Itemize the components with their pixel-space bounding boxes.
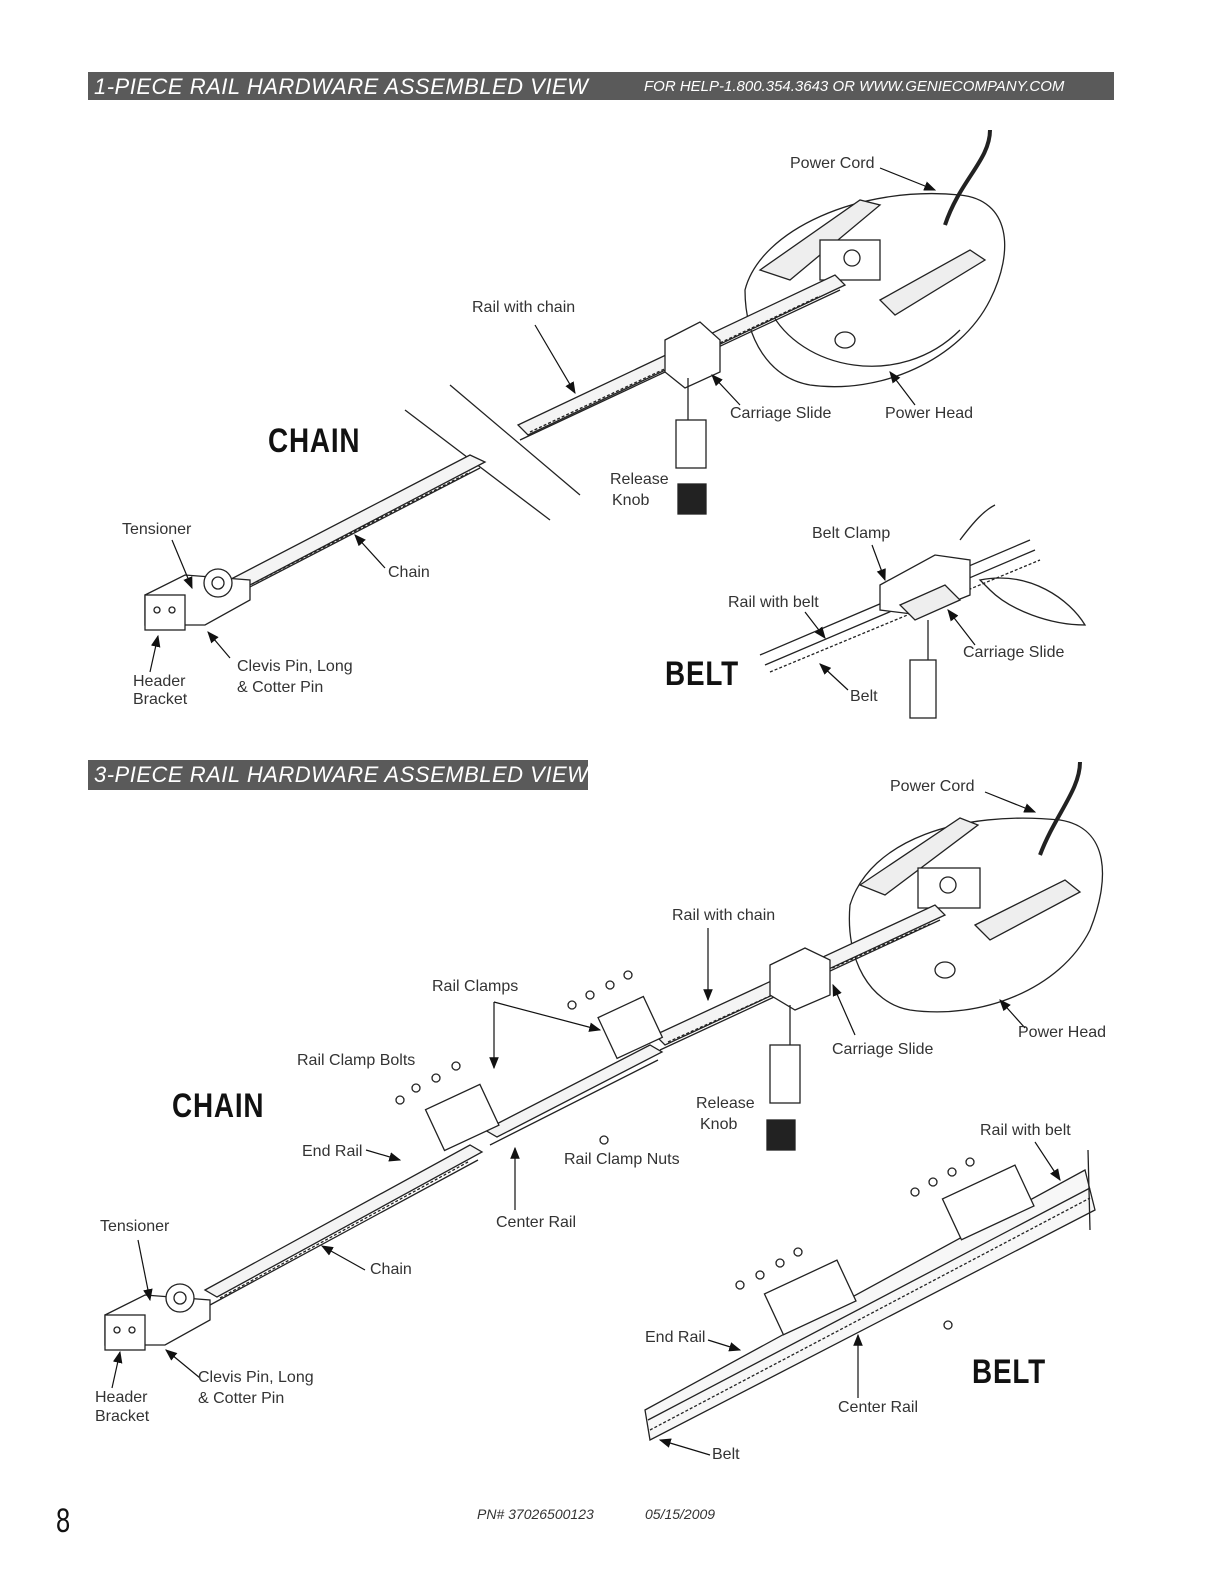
document-date: 05/15/2009	[645, 1506, 716, 1522]
label-belt-clamp: Belt Clamp	[812, 525, 891, 542]
top-rail-break-lines	[404, 384, 581, 521]
label-header-2b: Bracket	[95, 1408, 150, 1425]
label-belt-2: Belt	[712, 1446, 740, 1463]
label-rail-with-chain-1: Rail with chain	[472, 299, 576, 316]
label-power-head-2: Power Head	[1018, 1024, 1107, 1041]
label-power-cord-1: Power Cord	[790, 155, 875, 172]
page-number: 8	[56, 1502, 71, 1540]
label-clevis-1a: Clevis Pin, Long	[237, 658, 353, 675]
label-rail-clamps: Rail Clamps	[432, 978, 519, 995]
label-chain-2: Chain	[370, 1261, 412, 1278]
label-belt-1: Belt	[850, 688, 878, 705]
top-carriage-slide	[664, 321, 721, 515]
top-end-rail	[208, 454, 487, 606]
label-end-rail-belt: End Rail	[645, 1329, 706, 1346]
section2-banner: 3-PIECE RAIL HARDWARE ASSEMBLED VIEW	[88, 760, 588, 790]
section1-title: 1-PIECE RAIL HARDWARE ASSEMBLED VIEW	[94, 74, 589, 99]
label-center-rail-2: Center Rail	[496, 1214, 577, 1231]
part-number: PN# 37026500123	[477, 1506, 594, 1522]
label-rail-clamp-bolts: Rail Clamp Bolts	[297, 1052, 416, 1069]
label-rail-with-belt-1: Rail with belt	[728, 594, 819, 611]
label-clevis-2a: Clevis Pin, Long	[198, 1369, 314, 1386]
top-header-bracket	[144, 568, 251, 631]
label-power-head-1: Power Head	[885, 405, 974, 422]
bottom-end-rail	[203, 1083, 500, 1306]
heading-belt-1: BELT	[665, 655, 740, 693]
heading-belt-2: BELT	[972, 1353, 1047, 1391]
label-rail-clamp-nuts: Rail Clamp Nuts	[564, 1151, 680, 1168]
label-carriage-slide-2: Carriage Slide	[832, 1041, 934, 1058]
label-header-2a: Header	[95, 1389, 148, 1406]
section1-banner: 1-PIECE RAIL HARDWARE ASSEMBLED VIEW FOR…	[88, 72, 1114, 100]
help-text: FOR HELP-1.800.354.3643 OR WWW.GENIECOMP…	[644, 78, 1065, 95]
section2-title: 3-PIECE RAIL HARDWARE ASSEMBLED VIEW	[94, 762, 589, 787]
label-knob-1: Knob	[612, 492, 650, 509]
label-rail-with-belt-2: Rail with belt	[980, 1122, 1071, 1139]
label-knob-2: Knob	[700, 1116, 738, 1133]
bottom-power-head	[848, 761, 1104, 1013]
label-power-cord-2: Power Cord	[890, 778, 975, 795]
label-rail-with-chain-2: Rail with chain	[672, 907, 776, 924]
bottom-center-rail	[483, 995, 664, 1146]
heading-chain-1: CHAIN	[268, 422, 361, 460]
label-end-rail-2: End Rail	[302, 1143, 363, 1160]
label-clevis-1b: & Cotter Pin	[237, 679, 324, 696]
label-tensioner-1: Tensioner	[122, 521, 192, 538]
bottom-carriage-slide	[766, 947, 831, 1151]
label-carriage-slide-1: Carriage Slide	[730, 405, 832, 422]
top-belt-rail	[759, 504, 1087, 719]
label-header-1a: Header	[133, 673, 186, 690]
bottom-header-bracket	[104, 1283, 211, 1351]
top-power-head	[744, 129, 1006, 388]
label-header-1b: Bracket	[133, 691, 188, 708]
leader-lines	[111, 167, 1061, 1456]
label-release-1: Release	[610, 471, 669, 488]
label-chain-1: Chain	[388, 564, 430, 581]
bottom-belt-rail	[644, 1149, 1096, 1441]
label-carriage-slide-belt: Carriage Slide	[963, 644, 1065, 661]
heading-chain-2: CHAIN	[172, 1087, 265, 1125]
label-clevis-2b: & Cotter Pin	[198, 1390, 285, 1407]
label-center-rail-belt: Center Rail	[838, 1399, 919, 1416]
label-release-2: Release	[696, 1095, 755, 1112]
label-tensioner-2: Tensioner	[100, 1218, 170, 1235]
bottom-clamp-bolts	[395, 970, 633, 1145]
